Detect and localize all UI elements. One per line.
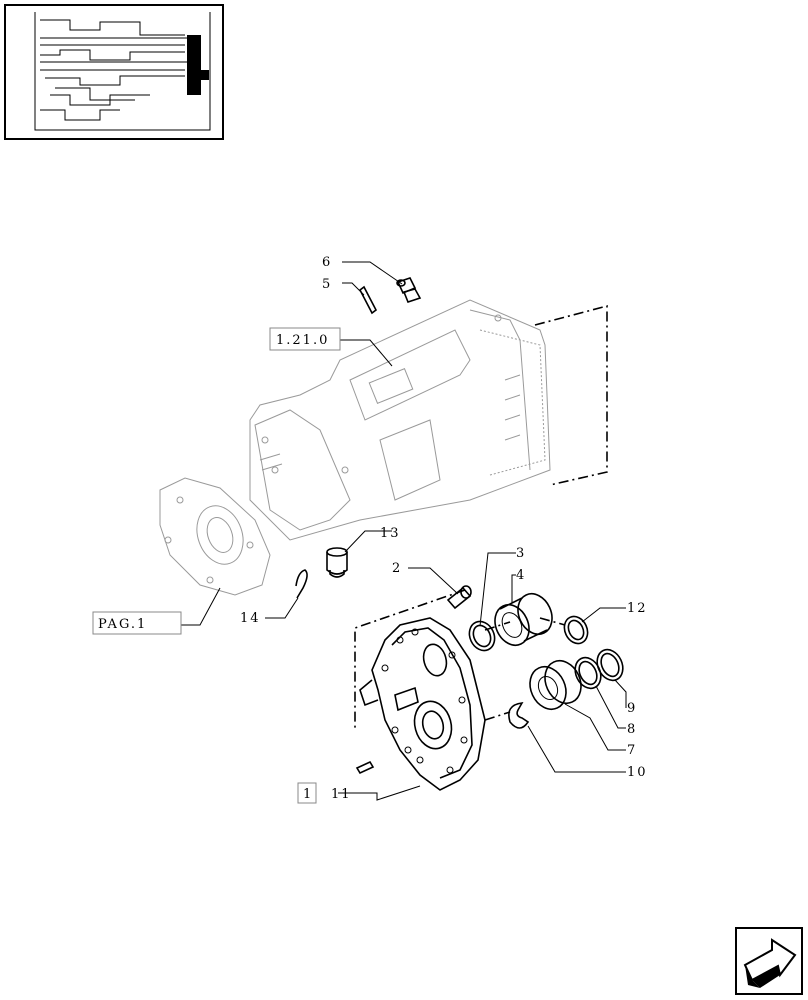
cover-pin-part[interactable] — [355, 760, 375, 775]
callout-7: 7 — [627, 743, 637, 758]
housing-ref-label[interactable]: 1.21.0 — [276, 333, 329, 348]
flange-ref-label[interactable]: PAG.1 — [98, 617, 147, 632]
next-page-arrow-icon[interactable] — [735, 927, 803, 995]
snap-ring-part[interactable] — [508, 702, 530, 729]
callout-3: 3 — [516, 546, 526, 561]
callout-14: 14 — [240, 611, 261, 626]
thumbnail-overview[interactable] — [4, 4, 224, 140]
leader-lines — [181, 261, 627, 801]
cover-part[interactable] — [359, 617, 486, 791]
split-pin-part[interactable] — [295, 569, 308, 599]
ring-12-part[interactable] — [560, 613, 592, 648]
callout-5: 5 — [322, 277, 332, 292]
flange-ref-box[interactable] — [92, 611, 182, 635]
callout-9: 9 — [627, 701, 637, 716]
cover-ref-box[interactable] — [297, 782, 317, 804]
fitting-part[interactable] — [396, 277, 422, 303]
bearing-4-part[interactable] — [489, 588, 559, 651]
callout-4: 4 — [516, 568, 526, 583]
transmission-housing-ghost — [249, 299, 551, 541]
ring-3-part[interactable] — [465, 617, 499, 654]
bearing-7-part[interactable] — [523, 655, 587, 715]
callout-2: 2 — [392, 561, 402, 576]
plug-part[interactable] — [326, 547, 348, 578]
callout-12: 12 — [627, 601, 648, 616]
cover-ref-label[interactable]: 1 — [303, 787, 313, 802]
flange-ghost — [159, 477, 271, 596]
housing-ref-box[interactable] — [269, 327, 341, 351]
callout-8: 8 — [627, 722, 637, 737]
callout-13: 13 — [380, 526, 401, 541]
callout-6: 6 — [322, 255, 332, 270]
pin-part[interactable] — [358, 285, 378, 315]
ring-9-part[interactable] — [592, 645, 627, 684]
bolt-part[interactable] — [446, 585, 472, 610]
callout-numbers: 6 5 13 2 3 4 14 12 9 8 7 10 11 — [240, 255, 648, 802]
callout-10: 10 — [627, 765, 648, 780]
assembly-lines — [354, 304, 608, 728]
callout-11: 11 — [331, 787, 352, 802]
